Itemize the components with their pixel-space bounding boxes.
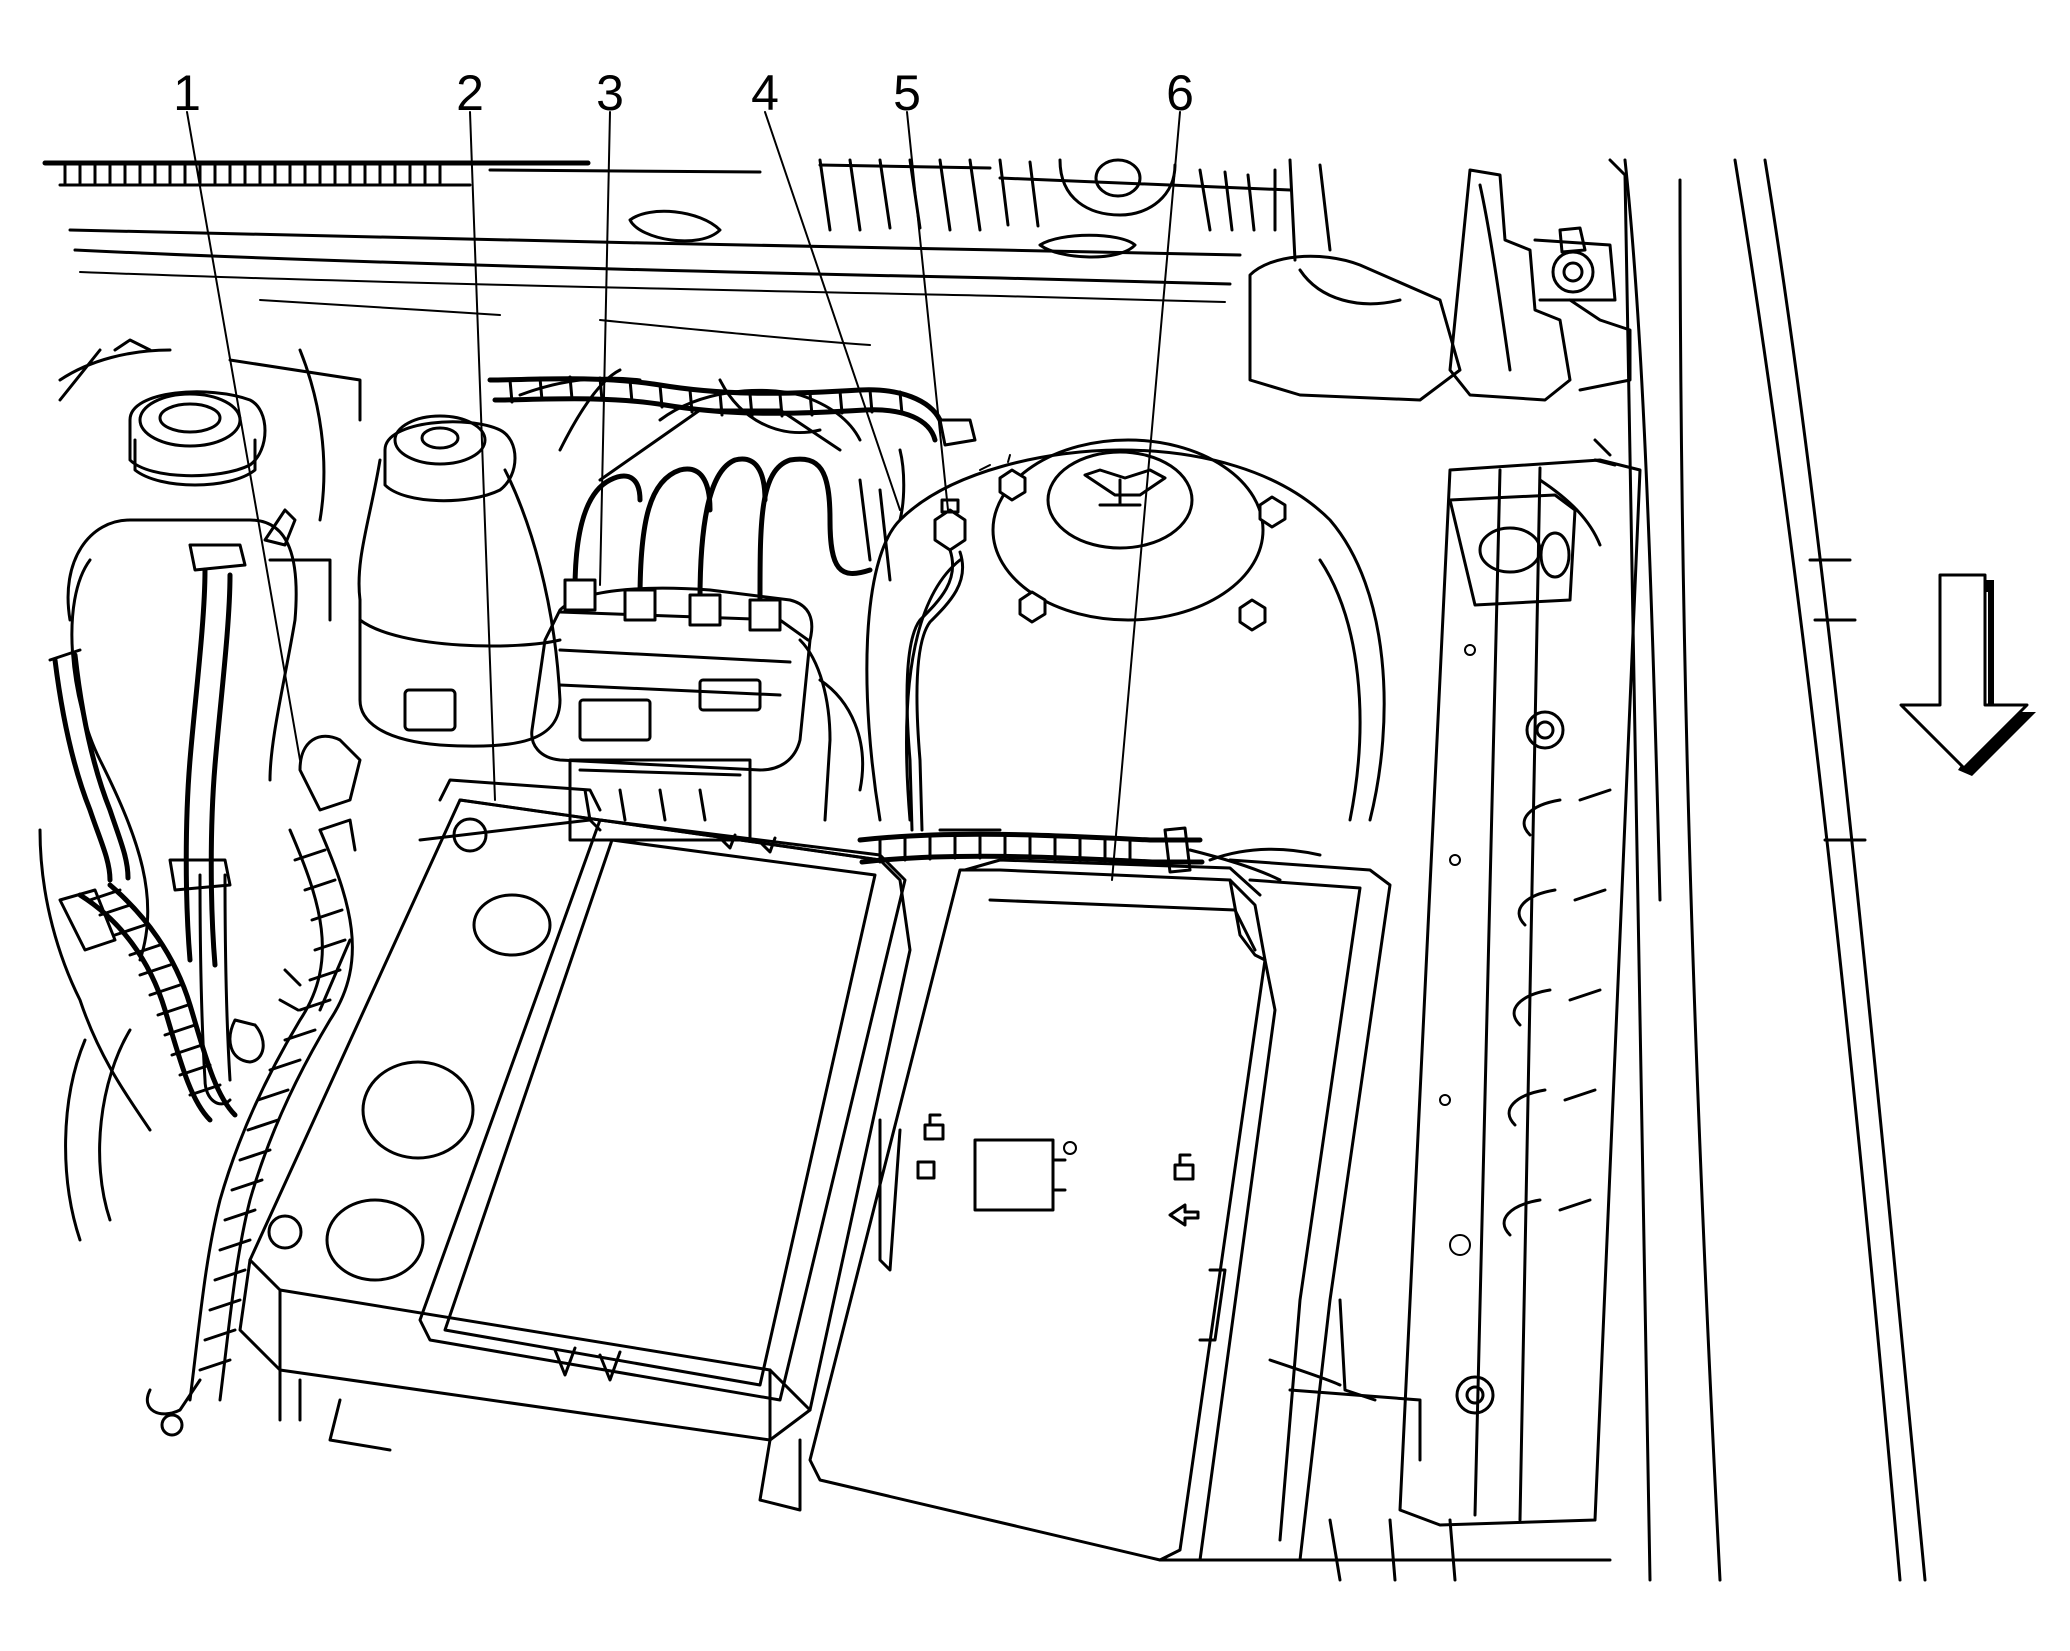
down-arrow-icon <box>1899 573 2036 776</box>
callout-leaders <box>186 111 1181 881</box>
abs-modulator <box>530 448 906 842</box>
callout-label-3: 3 <box>596 65 624 121</box>
callout-leader-1 <box>186 111 301 761</box>
brake-lines <box>518 368 873 603</box>
callout-label-1: 1 <box>173 65 201 121</box>
callout-leader-4 <box>764 111 901 511</box>
callout-leader-6 <box>1111 111 1181 881</box>
radiator-support <box>42 158 1332 346</box>
hood-latch-bracket <box>1248 158 1662 1582</box>
ground-wire <box>905 498 967 832</box>
callout-label-5: 5 <box>893 65 921 121</box>
callout-leader-2 <box>469 111 496 801</box>
callout-label-4: 4 <box>751 65 779 121</box>
left-engine-components <box>38 338 562 1437</box>
callout-leader-3 <box>599 111 611 586</box>
battery-tray-right <box>1208 847 1422 1562</box>
bottom-structure <box>1178 1518 1612 1582</box>
wiring-harness-top <box>487 375 1282 882</box>
strut-tower <box>865 438 1386 832</box>
callout-label-2: 2 <box>456 65 484 121</box>
callout-leader-5 <box>906 111 949 511</box>
callout-label-6: 6 <box>1166 65 1194 121</box>
battery <box>238 778 912 1512</box>
callout-labels: 1 2 3 4 5 6 <box>173 65 1194 121</box>
fender-edge <box>1678 158 1927 1582</box>
fuse-block <box>808 858 1277 1562</box>
frame-rail <box>1398 438 1642 1527</box>
